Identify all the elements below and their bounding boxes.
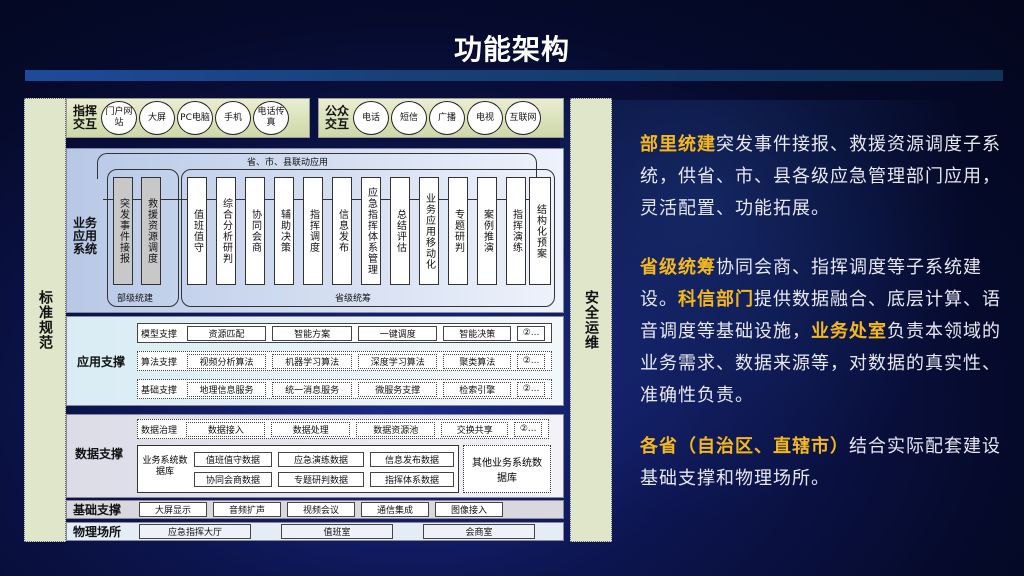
security-sidebar: 安全运维 (570, 98, 612, 542)
business-db-box: 业务系统数据库 值班值守数据 应急演练数据 信息发布数据 协同会商数据 专题研判… (137, 445, 459, 493)
channel-circle: 电话传真 (253, 101, 289, 135)
support-row: 模型支撑 资源匹配 智能方案 一键调度 智能决策 ②... (137, 323, 552, 343)
province-app: 辅助决策 (274, 177, 294, 285)
province-app: 综合分析研判 (216, 177, 236, 285)
title-divider-band (25, 70, 1003, 81)
background-glow (560, 100, 1020, 576)
governance-row: 数据治理 数据接入 数据处理 数据资源池 交换共享 ②... (137, 419, 549, 439)
paragraph-province: 省级统筹协同会商、指挥调度等子系统建设。科信部门提供数据融合、底层计算、语音调度… (640, 257, 1001, 406)
app-support-panel: 应用支撑 模型支撑 资源匹配 智能方案 一键调度 智能决策 ②... 算法支撑 … (66, 316, 564, 406)
architecture-diagram: 指挥交互 门户网站 大屏 PC电脑 手机 电话传真 公众交互 电话 短信 广播 … (66, 98, 564, 542)
ministry-frame (107, 169, 179, 307)
paragraph-regions: 各省（自治区、直辖市）结合实际配套建设基础支撑和物理场所。 (640, 436, 1001, 489)
province-app: 应急指挥体系管理 (361, 177, 381, 285)
province-label: 省级统筹 (335, 294, 372, 304)
province-app: 总结评估 (390, 177, 410, 285)
command-interaction-panel: 指挥交互 门户网站 大屏 PC电脑 手机 电话传真 (66, 98, 310, 138)
command-interaction-label: 指挥交互 (73, 104, 98, 131)
province-frame (181, 169, 555, 307)
paragraph-ministry: 部里统建突发事件接报、救援资源调度子系统，供省、市、县各级应急管理部门应用，灵活… (640, 134, 1001, 219)
province-app: 信息发布 (332, 177, 352, 285)
data-support-panel: 数据支撑 数据治理 数据接入 数据处理 数据资源池 交换共享 ②... 业务系统… (66, 414, 564, 498)
public-interaction-panel: 公众交互 电话 短信 广播 电视 互联网 (318, 98, 564, 138)
channel-circle: PC电脑 (177, 101, 213, 135)
support-row: 基础支撑 地理信息服务 统一消息服务 微服务支撑 检索引擎 ②... (137, 379, 552, 399)
ministry-label: 部级统建 (117, 294, 154, 304)
page-title: 功能架构 (453, 33, 570, 66)
other-db-box: 其他业务系统数据库 (463, 445, 551, 493)
ministry-app: 救援资源调度 (141, 177, 161, 285)
channel-circle: 互联网 (505, 101, 541, 135)
province-app: 案例推演 (477, 177, 497, 285)
province-app: 专题研判 (448, 177, 468, 285)
channel-circle: 门户网站 (101, 101, 137, 135)
business-apps-label: 业务应用系统 (73, 216, 98, 256)
province-app: 指挥调度 (303, 177, 323, 285)
app-support-label: 应用支撑 (77, 355, 126, 369)
channel-circle: 手机 (215, 101, 251, 135)
province-app: 指挥演练 (506, 177, 526, 285)
support-row: 算法支撑 视频分析算法 机器学习算法 深度学习算法 聚类算法 ②... (137, 351, 552, 371)
channel-circle: 短信 (391, 101, 427, 135)
security-label: 安全运维 (583, 290, 599, 350)
public-interaction-label: 公众交互 (325, 104, 350, 131)
connector-line (103, 199, 549, 200)
linkage-frame (97, 153, 537, 179)
linkage-label: 省、市、县联动应用 (247, 158, 329, 168)
channel-circle: 广播 (429, 101, 465, 135)
province-app: 值班值守 (187, 177, 207, 285)
data-support-label: 数据支撑 (75, 447, 124, 461)
standards-sidebar: 标准规范 (24, 98, 66, 542)
base-support-row: 基础支撑 大屏显示 音频扩声 视频会议 通信集成 图像接入 (66, 500, 564, 519)
province-app: 业务应用移动化 (419, 177, 439, 285)
channel-circle: 电视 (467, 101, 503, 135)
channel-circle: 电话 (353, 101, 389, 135)
channel-circle: 大屏 (139, 101, 175, 135)
province-app: 结构化预案 (529, 177, 551, 285)
ministry-app: 突发事件接报 (113, 177, 133, 285)
province-app: 协同会商 (245, 177, 265, 285)
business-apps-panel: 业务应用系统 省、市、县联动应用 突发事件接报 救援资源调度 部级统建 值班值守… (66, 148, 564, 313)
physical-row: 物理场所 应急指挥大厅 值班室 会商室 (66, 522, 564, 541)
standards-label: 标准规范 (37, 290, 53, 350)
